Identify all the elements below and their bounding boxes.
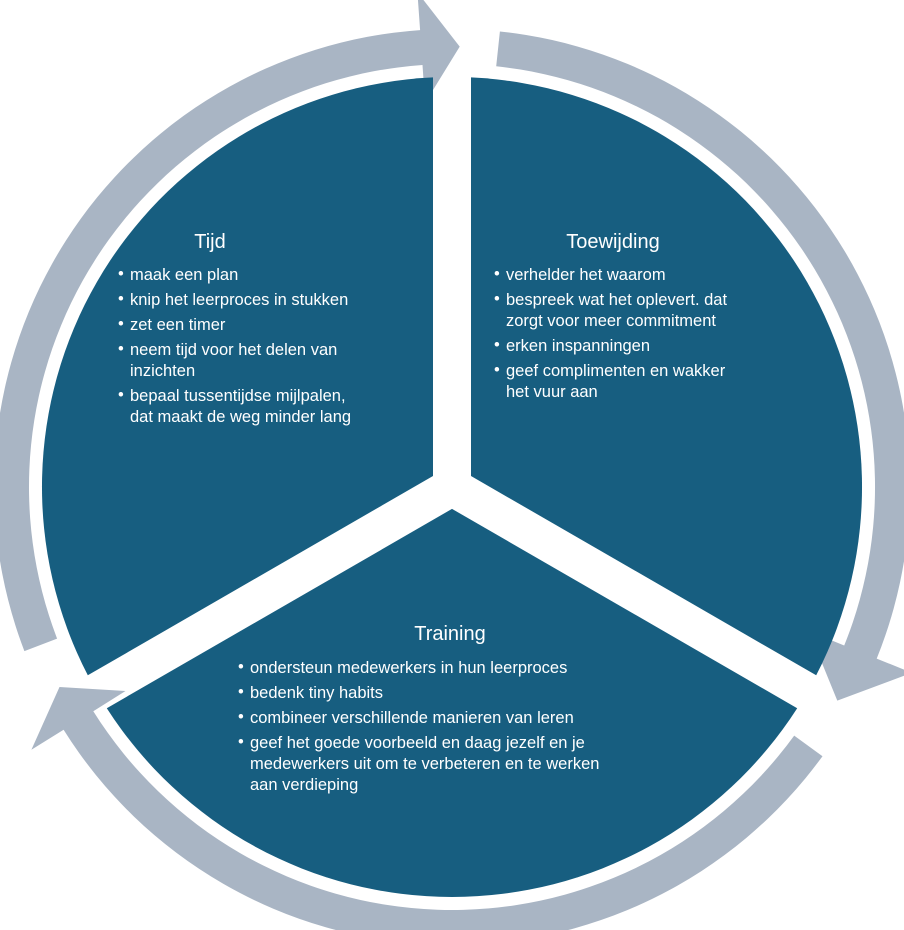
bullet-text-tijd: neem tijd voor het delen van [130,341,337,359]
bullet-icon: • [118,265,124,283]
label-group-tijd: Tijd • maak een plan • knip het leerproces i… [118,231,351,426]
bullet-text-toewijding: zorgt voor meer commitment [506,312,716,330]
arrow-toewijding-to-training [496,31,904,701]
bullet-text-tijd: bepaal tussentijdse mijlpalen, [130,387,346,405]
bullet-icon: • [494,361,500,379]
bullet-icon: • [238,683,244,701]
bullet-text-training: geef het goede voorbeeld en daag jezelf … [250,734,585,752]
bullet-icon: • [494,290,500,308]
label-group-toewijding: Toewijding • verhelder het waarom • bespreek… [494,231,727,401]
bullet-text-training: bedenk tiny habits [250,684,383,702]
bullet-text-training: medewerkers uit om te verbeteren en te w… [250,755,599,773]
bullet-text-toewijding: het vuur aan [506,383,598,401]
bullet-icon: • [238,658,244,676]
bullet-icon: • [238,733,244,751]
bullet-text-toewijding: geef complimenten en wakker [506,362,726,380]
bullet-text-training: ondersteun medewerkers in hun leerproces [250,659,567,677]
bullet-text-training: combineer verschillende manieren van ler… [250,709,574,727]
cycle-segments [41,77,863,897]
bullet-text-tijd: maak een plan [130,266,238,284]
segment-title-training: Training [414,623,486,645]
segment-title-toewijding: Toewijding [566,231,659,253]
segment-training [106,508,798,897]
cycle-labels: Tijd • maak een plan • knip het leerproces i… [118,231,727,794]
arrow-tijd-to-toewijding [0,0,460,652]
bullet-icon: • [118,386,124,404]
segment-title-tijd: Tijd [194,231,225,253]
bullet-icon: • [118,290,124,308]
segment-tijd [41,77,434,676]
bullet-text-tijd: knip het leerproces in stukken [130,291,348,309]
arrow-training-to-tijd [31,687,823,930]
bullet-icon: • [494,336,500,354]
bullet-text-tijd: dat maakt de weg minder lang [130,408,351,426]
bullet-icon: • [238,708,244,726]
bullet-text-training: aan verdieping [250,776,358,794]
bullet-icon: • [494,265,500,283]
bullet-icon: • [118,315,124,333]
bullet-text-tijd: inzichten [130,362,195,380]
segment-toewijding [471,77,863,676]
bullet-text-tijd: zet een timer [130,316,226,334]
bullet-text-toewijding: verhelder het waarom [506,266,666,284]
bullet-text-toewijding: bespreek wat het oplevert. dat [506,291,727,309]
bullet-icon: • [118,340,124,358]
label-group-training: Training • ondersteun medewerkers in hun l… [238,623,599,794]
bullet-text-toewijding: erken inspanningen [506,337,650,355]
